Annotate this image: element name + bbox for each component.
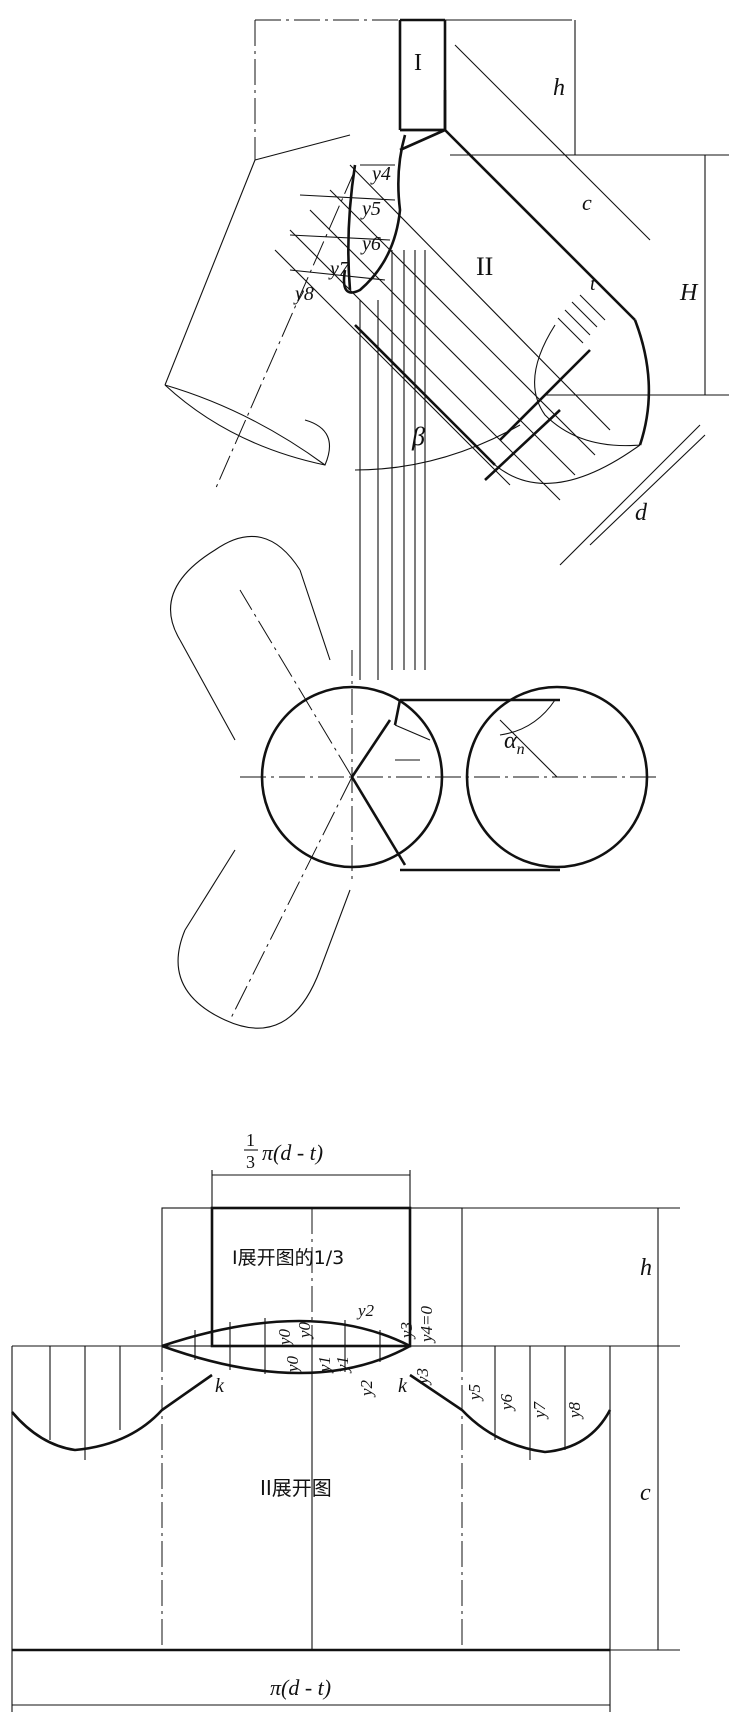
label-k-right: k [398,1375,408,1397]
right-y8: y8 [565,1401,584,1420]
top-dim-label: π(d - t) [262,1140,323,1165]
low-y1b: y1 [333,1356,352,1374]
up-y0b: y0 [295,1321,314,1340]
dim-label-h: h [553,75,565,101]
up-y3: y3 [397,1322,416,1340]
frac-num: 1 [246,1130,255,1150]
label-part-I: I [414,50,422,76]
y-label-y5: y5 [360,198,381,220]
left-cylinder [164,19,430,491]
lens-upper [161,1319,411,1348]
y-label-y6: y6 [360,233,381,255]
frac-den: 3 [246,1152,255,1172]
angle-label-beta: β [411,422,425,451]
label-part-II: II [476,252,493,281]
y-label-y4: y4 [370,163,391,185]
development-view: 1 3 π(d - t) I展开图的1/3 II展开 [11,1130,680,1712]
low-y0: y0 [283,1355,302,1374]
angle-label-alpha: αn [504,728,525,758]
right-y5: y5 [465,1384,484,1402]
beta-arc [354,424,521,471]
plan-view [170,535,660,1029]
up-y0a: y0 [275,1328,294,1347]
cylinder-II [274,128,651,501]
dim-label-t: t [590,273,596,295]
part-I-caption: I展开图的1/3 [232,1247,344,1269]
assembly-view: I II h c H t d β αn y4 y5 y6 y7 y8 [164,18,729,1029]
dimensions-top [450,20,729,566]
branch-I [398,18,572,132]
dev-dim-c: c [640,1480,651,1506]
low-y3: y3 [413,1368,432,1386]
vertical-stem [359,250,426,680]
alpha-arc [499,699,556,736]
lens-lower [161,1344,411,1375]
dev-dim-h: h [640,1255,652,1281]
dim-label-c: c [582,190,592,215]
part-II-caption: II展开图 [260,1476,332,1500]
curve-left [11,1373,213,1452]
curve-right [409,1373,612,1454]
up-y4: y4=0 [417,1305,436,1344]
bottom-dim-label: π(d - t) [270,1675,331,1700]
y-label-y7: y7 [328,258,350,280]
top-labels: I II h c H t d β αn y4 y5 y6 y7 y8 [293,50,699,758]
y-label-y8: y8 [293,283,314,305]
right-y6: y6 [497,1393,516,1412]
low-y2: y2 [357,1379,376,1398]
label-k-left: k [215,1375,225,1397]
right-y7: y7 [530,1400,549,1420]
dim-label-H: H [679,280,699,306]
low-y1a: y1 [315,1356,334,1374]
up-y2: y2 [356,1301,375,1320]
dim-label-d: d [635,500,648,526]
